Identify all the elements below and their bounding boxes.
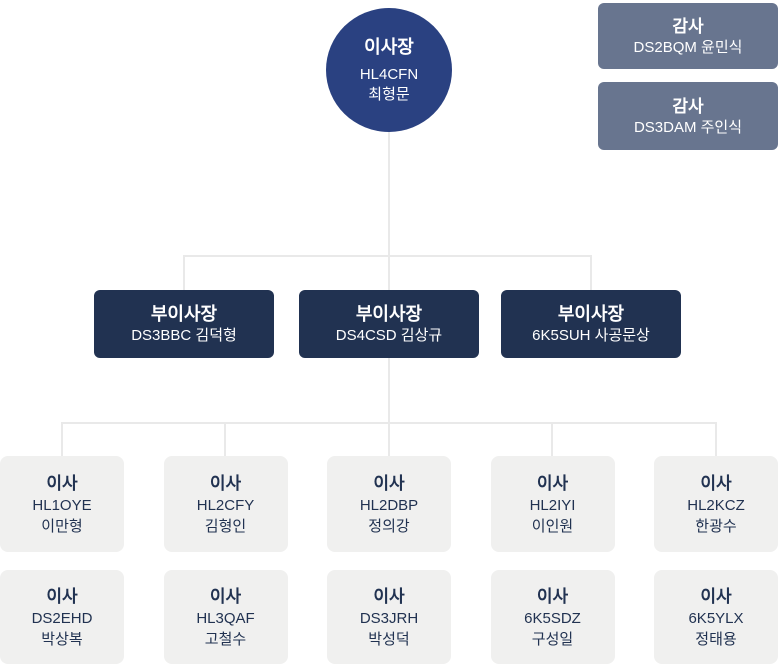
director-title: 이사 — [536, 473, 569, 493]
director-node: 이사 HL3QAF 고철수 — [163, 570, 288, 664]
connector-director-drop-1 — [61, 422, 63, 456]
director-node: 이사 HL2DBP 정의강 — [327, 456, 451, 552]
director-name: 이인원 — [531, 517, 574, 535]
auditor-title: 감사 — [672, 16, 704, 36]
chairman-title: 이사장 — [364, 36, 414, 57]
director-callsign: HL2CFY — [196, 496, 255, 514]
vice-chairman-callsign-name: DS3BBC 김덕형 — [131, 326, 237, 344]
director-title: 이사 — [700, 473, 732, 493]
vice-chairman-node-3: 부이사장 6K5SUH 사공문상 — [501, 290, 681, 358]
director-name: 김형인 — [204, 517, 247, 535]
connector-vice-rail — [183, 255, 592, 257]
director-name: 정태용 — [695, 630, 737, 648]
director-node: 이사 HL2IYI 이인원 — [490, 456, 615, 552]
director-title: 이사 — [46, 473, 78, 493]
director-node: 이사 DS2EHD 박상복 — [0, 570, 124, 664]
directors-row-1: 이사 HL1OYE 이만형 이사 HL2CFY 김형인 이사 HL2DBP 정의… — [0, 456, 778, 552]
director-node: 이사 HL2CFY 김형인 — [163, 456, 288, 552]
vice-chairman-node-1: 부이사장 DS3BBC 김덕형 — [94, 290, 274, 358]
director-name: 한광수 — [695, 517, 737, 535]
connector-vice-drop-2 — [388, 255, 390, 290]
auditor-node-1: 감사 DS2BQM 윤민식 — [598, 3, 778, 69]
director-node: 이사 DS3JRH 박성덕 — [327, 570, 451, 664]
director-name: 박상복 — [41, 630, 83, 648]
vice-chairman-node-2: 부이사장 DS4CSD 김상규 — [299, 290, 479, 358]
director-name: 박성덕 — [368, 630, 410, 648]
director-callsign: 6K5YLX — [688, 609, 744, 627]
director-node: 이사 HL1OYE 이만형 — [0, 456, 124, 552]
director-title: 이사 — [46, 586, 78, 606]
director-callsign: HL2DBP — [359, 496, 419, 514]
chairman-callsign: HL4CFN — [359, 65, 419, 83]
director-title: 이사 — [700, 586, 732, 606]
auditor-title: 감사 — [672, 96, 704, 116]
director-node: 이사 HL2KCZ 한광수 — [654, 456, 778, 552]
vice-chairman-title: 부이사장 — [150, 303, 218, 324]
chairman-name: 최형문 — [368, 85, 410, 103]
director-callsign: HL2KCZ — [687, 496, 745, 514]
directors-row-2: 이사 DS2EHD 박상복 이사 HL3QAF 고철수 이사 DS3JRH 박성… — [0, 570, 778, 664]
director-name: 구성일 — [531, 630, 574, 648]
director-title: 이사 — [209, 586, 242, 606]
connector-vice-drop-3 — [590, 255, 592, 290]
connector-director-drop-5 — [715, 422, 717, 456]
connector-director-stem — [388, 358, 390, 422]
director-node: 이사 6K5SDZ 구성일 — [490, 570, 615, 664]
vice-chairman-callsign-name: 6K5SUH 사공문상 — [532, 326, 650, 344]
director-title: 이사 — [373, 586, 405, 606]
connector-director-drop-4 — [551, 422, 553, 456]
director-title: 이사 — [209, 473, 242, 493]
vice-chairman-callsign-name: DS4CSD 김상규 — [335, 326, 443, 344]
connector-director-drop-2 — [224, 422, 226, 456]
vice-chairman-title: 부이사장 — [557, 303, 625, 324]
auditor-node-2: 감사 DS3DAM 주인식 — [598, 82, 778, 150]
vice-chairman-title: 부이사장 — [355, 303, 423, 324]
connector-director-drop-3 — [388, 422, 390, 456]
auditor-callsign-name: DS2BQM 윤민식 — [633, 38, 743, 56]
director-name: 고철수 — [204, 630, 247, 648]
director-node: 이사 6K5YLX 정태용 — [654, 570, 778, 664]
connector-vice-drop-1 — [183, 255, 185, 290]
connector-chairman-stem — [388, 130, 390, 255]
director-callsign: HL2IYI — [529, 496, 576, 514]
director-callsign: HL3QAF — [196, 609, 255, 627]
director-callsign: DS2EHD — [31, 609, 93, 627]
director-callsign: 6K5SDZ — [524, 609, 581, 627]
chairman-node: 이사장 HL4CFN 최형문 — [326, 8, 452, 132]
auditor-callsign-name: DS3DAM 주인식 — [633, 118, 743, 136]
director-name: 정의강 — [368, 517, 410, 535]
director-title: 이사 — [536, 586, 569, 606]
director-callsign: HL1OYE — [32, 496, 92, 514]
director-name: 이만형 — [41, 517, 83, 535]
director-title: 이사 — [373, 473, 405, 493]
director-callsign: DS3JRH — [359, 609, 419, 627]
